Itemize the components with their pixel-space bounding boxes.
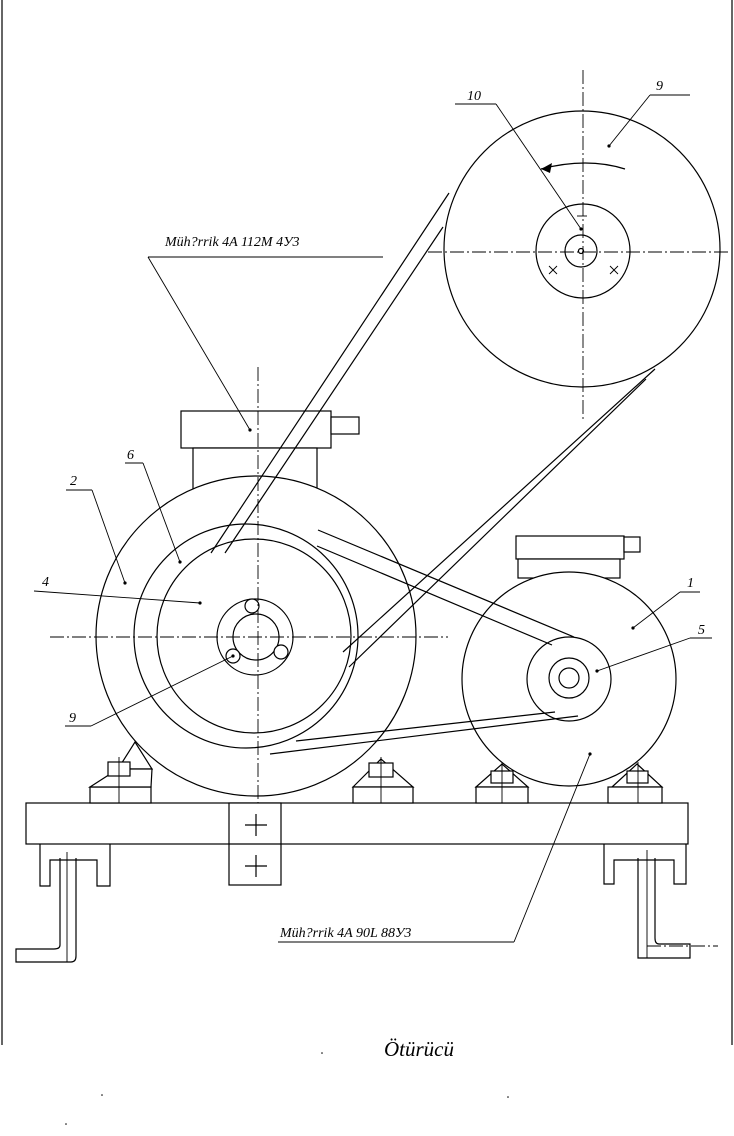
part-number-1: 1 bbox=[687, 576, 694, 591]
part-number-9-bottom: 9 bbox=[69, 711, 76, 726]
part-number-9-top: 9 bbox=[656, 79, 663, 94]
motor-feet bbox=[87, 740, 664, 804]
part-number-4: 4 bbox=[42, 575, 49, 590]
drawing-caption: Ötürücü bbox=[384, 1037, 454, 1061]
leader-lines bbox=[33, 94, 712, 943]
small-pulley bbox=[526, 636, 612, 722]
bolt-cross-marks bbox=[548, 215, 619, 275]
base-frame bbox=[25, 802, 689, 886]
center-lines bbox=[50, 367, 448, 805]
part-number-10: 10 bbox=[467, 89, 481, 104]
part-number-6: 6 bbox=[127, 448, 134, 463]
legs bbox=[15, 844, 718, 963]
drawing-frame bbox=[1, 0, 733, 1045]
large-motor bbox=[95, 410, 417, 797]
lower-motor-label: Müh?rrik 4A 90L 88У3 bbox=[279, 926, 411, 941]
upper-pulley bbox=[428, 70, 728, 420]
leader-dots bbox=[65, 144, 635, 1125]
belts bbox=[210, 192, 656, 755]
labels: Müh?rrik 4A 112M 4У3 Müh?rrik 4A 90L 88У… bbox=[42, 79, 705, 1061]
upper-motor-label: Müh?rrik 4A 112M 4У3 bbox=[164, 235, 300, 250]
part-number-5: 5 bbox=[698, 623, 705, 638]
large-motor-housing bbox=[95, 475, 417, 797]
part-number-2: 2 bbox=[70, 474, 77, 489]
